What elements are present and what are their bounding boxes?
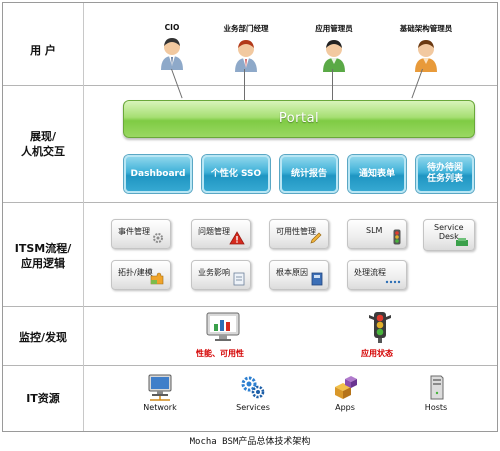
server-tower-icon: [430, 375, 444, 400]
resource-label: Apps: [335, 403, 355, 412]
row-label-itsm: ITSM流程/ 应用逻辑: [14, 242, 72, 270]
block-label: 根本原因: [276, 268, 308, 277]
row-display: [3, 85, 497, 203]
incident-management-block: 事件管理: [111, 219, 171, 249]
user-label: CIO: [164, 23, 180, 32]
traffic-light-icon: [369, 312, 391, 343]
business-impact-block: 业务影响: [191, 260, 251, 290]
resource-apps: Apps: [315, 373, 375, 412]
root-cause-block: 根本原因: [269, 260, 329, 290]
architecture-diagram: 用 户 展现/ 人机交互 ITSM流程/ 应用逻辑 监控/发现 IT资源 CIO…: [2, 2, 498, 432]
resource-network: Network: [130, 373, 190, 412]
diagram-caption: Mocha BSM产品总体技术架构: [189, 437, 311, 447]
row-monitor: [3, 306, 497, 366]
services-gears-icon: [241, 376, 265, 399]
block-label: 处理流程: [354, 268, 386, 277]
user-app-admin: 应用管理员: [289, 23, 379, 72]
slm-block: SLM: [347, 219, 407, 249]
block-label: 业务影响: [198, 268, 230, 277]
app-status-label: 应用状态: [361, 349, 393, 358]
book-icon: [311, 272, 323, 286]
resource-label: Network: [143, 403, 177, 412]
portal-bar: Portal: [123, 100, 475, 138]
row-users: [3, 3, 497, 86]
process-flow-block: 处理流程: [347, 260, 407, 290]
block-label: 问题管理: [198, 227, 230, 236]
user-label: 业务部门经理: [223, 24, 269, 33]
network-computer-icon: [148, 374, 172, 401]
personalized-sso-block: 个性化 SSO: [202, 155, 270, 193]
person-icon: [415, 40, 437, 72]
gear-icon: [153, 233, 163, 243]
person-icon: [161, 38, 183, 70]
block-label: SLM: [366, 226, 383, 235]
label-divider: [83, 3, 84, 431]
block-label: 事件管理: [118, 227, 150, 236]
problem-management-block: 问题管理: [191, 219, 251, 249]
dashboard-block: Dashboard: [124, 155, 192, 193]
resource-label: Hosts: [424, 403, 448, 412]
traffic-light-icon: [393, 229, 401, 245]
availability-management-block: 可用性管理: [269, 219, 329, 249]
dots-icon: [385, 280, 401, 284]
apps-boxes-icon: [335, 376, 357, 399]
block-label: 可用性管理: [276, 227, 316, 236]
row-label-monitor: 监控/发现: [18, 331, 68, 344]
document-icon: [233, 272, 245, 286]
block-label: Service Desk: [434, 223, 464, 241]
monitor-chart-icon: [206, 312, 240, 341]
topology-modeling-block: 拓扑/建模: [111, 260, 171, 290]
performance-availability-label: 性能、可用性: [196, 349, 244, 358]
connector-line: [332, 69, 333, 100]
service-desk-block: Service Desk: [423, 219, 475, 251]
user-cio: CIO: [127, 23, 217, 70]
warning-icon: [229, 231, 245, 245]
user-infra-admin: 基础架构管理员: [381, 23, 471, 72]
row-label-users: 用 户: [30, 44, 56, 57]
person-icon: [323, 40, 345, 72]
user-label: 应用管理员: [315, 24, 353, 33]
pencil-icon: [310, 232, 322, 244]
statistics-report-block: 统计报告: [280, 155, 338, 193]
row-label-resources: IT资源: [26, 392, 60, 405]
desk-icon: [456, 238, 468, 246]
connector-line: [244, 69, 245, 100]
row-itsm: [3, 202, 497, 307]
resource-hosts: Hosts: [406, 373, 466, 412]
person-icon: [235, 40, 257, 72]
puzzle-icon: [150, 272, 164, 285]
user-label: 基础架构管理员: [399, 24, 453, 33]
resource-label: Services: [236, 403, 270, 412]
block-label: 拓扑/建模: [118, 268, 153, 277]
notification-form-block: 通知表单: [348, 155, 406, 193]
user-business-manager: 业务部门经理: [201, 23, 291, 72]
row-label-display: 展现/ 人机交互: [21, 130, 65, 158]
todo-task-list-block: 待办待阅 任务列表: [416, 155, 474, 193]
resource-services: Services: [223, 373, 283, 412]
